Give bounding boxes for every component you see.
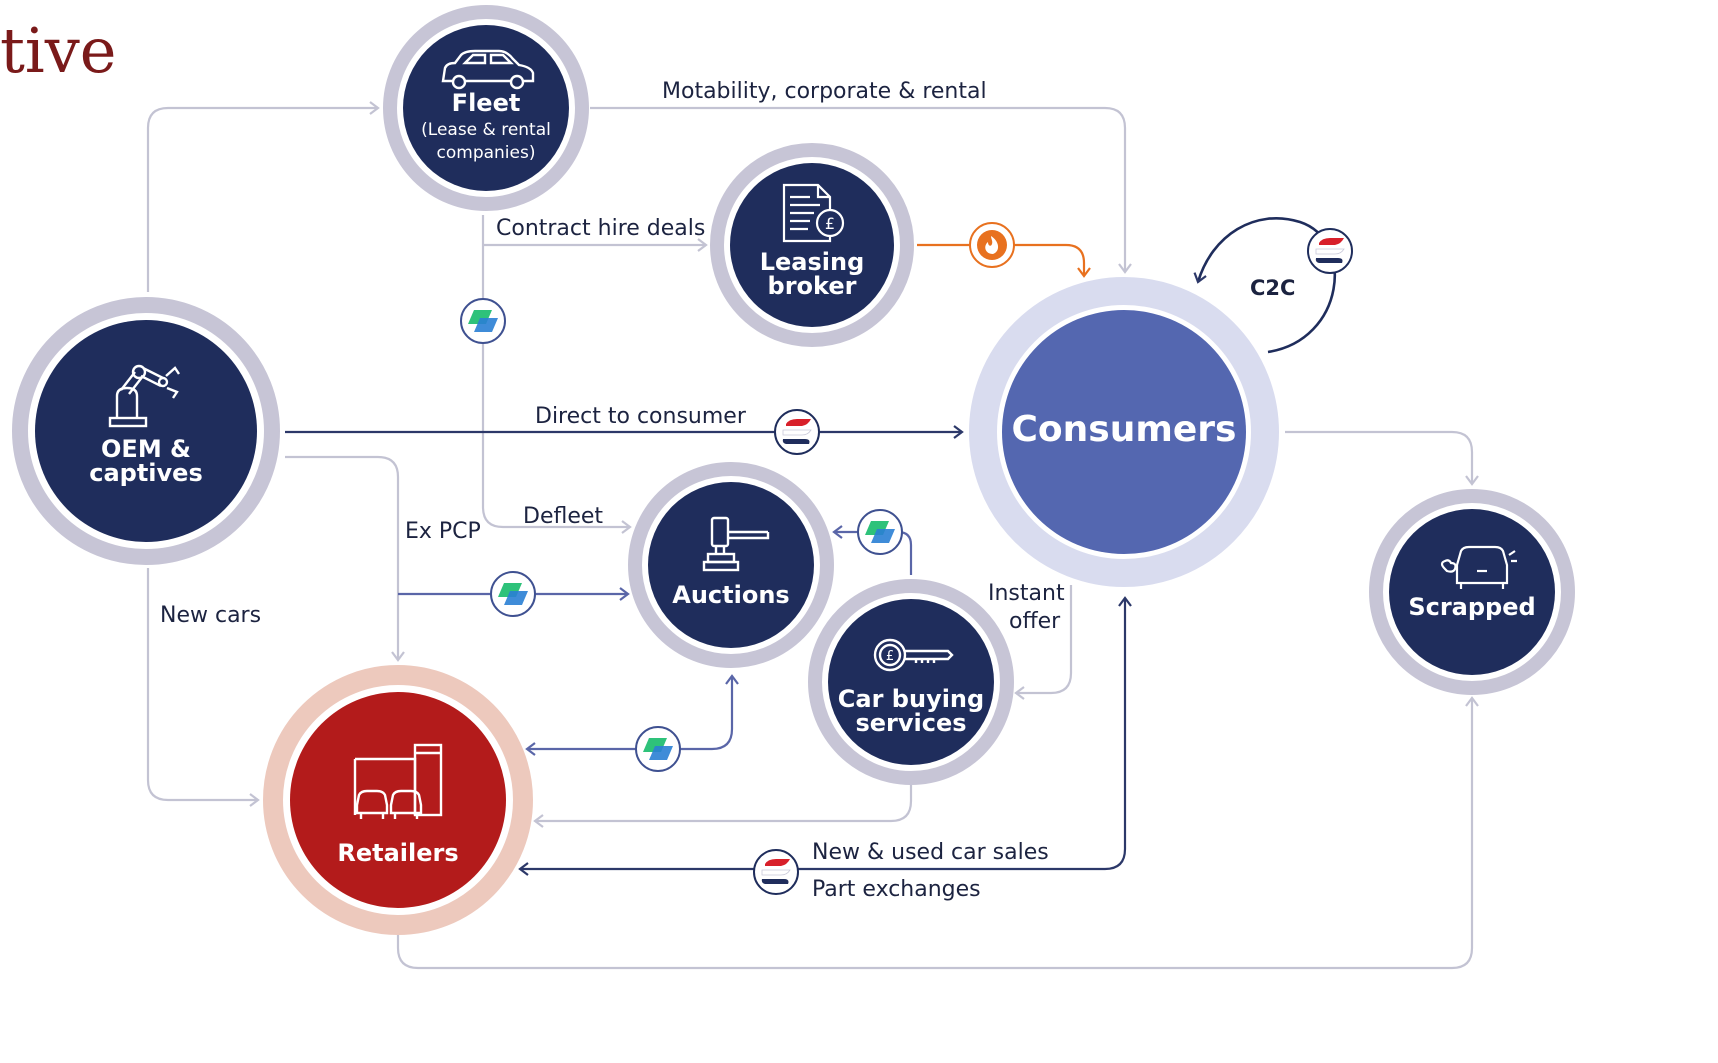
retailers-title: Retailers — [337, 839, 459, 867]
label-offer: offer — [1009, 609, 1061, 634]
edge-fleet-auctions — [481, 215, 632, 534]
label-contract-hire: Contract hire deals — [496, 216, 706, 241]
auctions-title: Auctions — [672, 581, 790, 609]
svg-text:£: £ — [825, 214, 835, 233]
label-new-used: New & used car sales — [812, 840, 1049, 865]
gavel-icon — [702, 516, 770, 572]
leasing-line1: Leasing — [759, 248, 865, 276]
label-ex-pcp: Ex PCP — [405, 519, 481, 544]
pound-key-icon: £ — [873, 638, 954, 672]
node-car-buying-services: £ Car buying services — [808, 579, 1014, 785]
carbuying-line1: Car buying — [837, 685, 985, 713]
heading-fragment: tive — [0, 14, 117, 87]
edge-consumers-carbuying — [1014, 585, 1073, 700]
node-retailers: Retailers — [263, 665, 533, 935]
label-new-cars: New cars — [160, 603, 262, 628]
car-icon — [441, 49, 535, 90]
edge-c2c-loop — [1193, 217, 1336, 354]
edge-carbuying-auctions — [832, 525, 913, 575]
edge-oem-fleet — [146, 101, 380, 292]
node-oem-captives: OEM & captives — [11, 296, 281, 566]
node-fleet: Fleet (Lease & rental companies) — [383, 5, 589, 211]
car-showroom-icon — [353, 743, 443, 819]
leasing-line2: broker — [767, 272, 857, 300]
fleet-sub2: companies) — [436, 143, 536, 163]
node-auctions: Auctions — [628, 462, 834, 668]
edge-oem-retailers-new — [146, 568, 260, 807]
node-consumers: Consumers — [968, 276, 1280, 588]
svg-text:£: £ — [886, 649, 894, 664]
edge-carbuying-retailers — [533, 785, 913, 828]
edge-oem-retailers-expcp — [285, 455, 405, 662]
consumers-title: Consumers — [1011, 409, 1237, 450]
robot-arm-icon — [108, 364, 180, 428]
scrapped-car-icon — [1440, 545, 1517, 589]
edge-retailers-auctions — [711, 674, 739, 751]
scrapped-title: Scrapped — [1408, 593, 1536, 621]
label-c2c: C2C — [1250, 276, 1296, 300]
label-instant: Instant — [988, 581, 1065, 606]
edge-retailers-scrapped — [396, 696, 1479, 970]
edge-consumers-scrapped — [1285, 430, 1479, 486]
fleet-sub1: (Lease & rental — [421, 120, 551, 140]
document-pound-icon: £ — [782, 183, 845, 243]
edge-retailers-consumers — [776, 596, 1132, 871]
label-motability: Motability, corporate & rental — [662, 79, 987, 104]
node-scrapped: Scrapped — [1369, 489, 1575, 695]
label-defleet: Defleet — [523, 504, 604, 529]
node-leasing-broker: £ Leasing broker — [710, 143, 914, 347]
label-part-exchanges: Part exchanges — [812, 877, 981, 902]
label-direct: Direct to consumer — [535, 404, 746, 429]
oem-line1: OEM & — [101, 435, 191, 463]
fleet-title: Fleet — [451, 89, 521, 117]
oem-line2: captives — [89, 459, 203, 487]
carbuying-line2: services — [855, 709, 967, 737]
edge-fleet-consumers — [590, 106, 1132, 274]
edge-leasing-consumers — [917, 243, 1091, 278]
